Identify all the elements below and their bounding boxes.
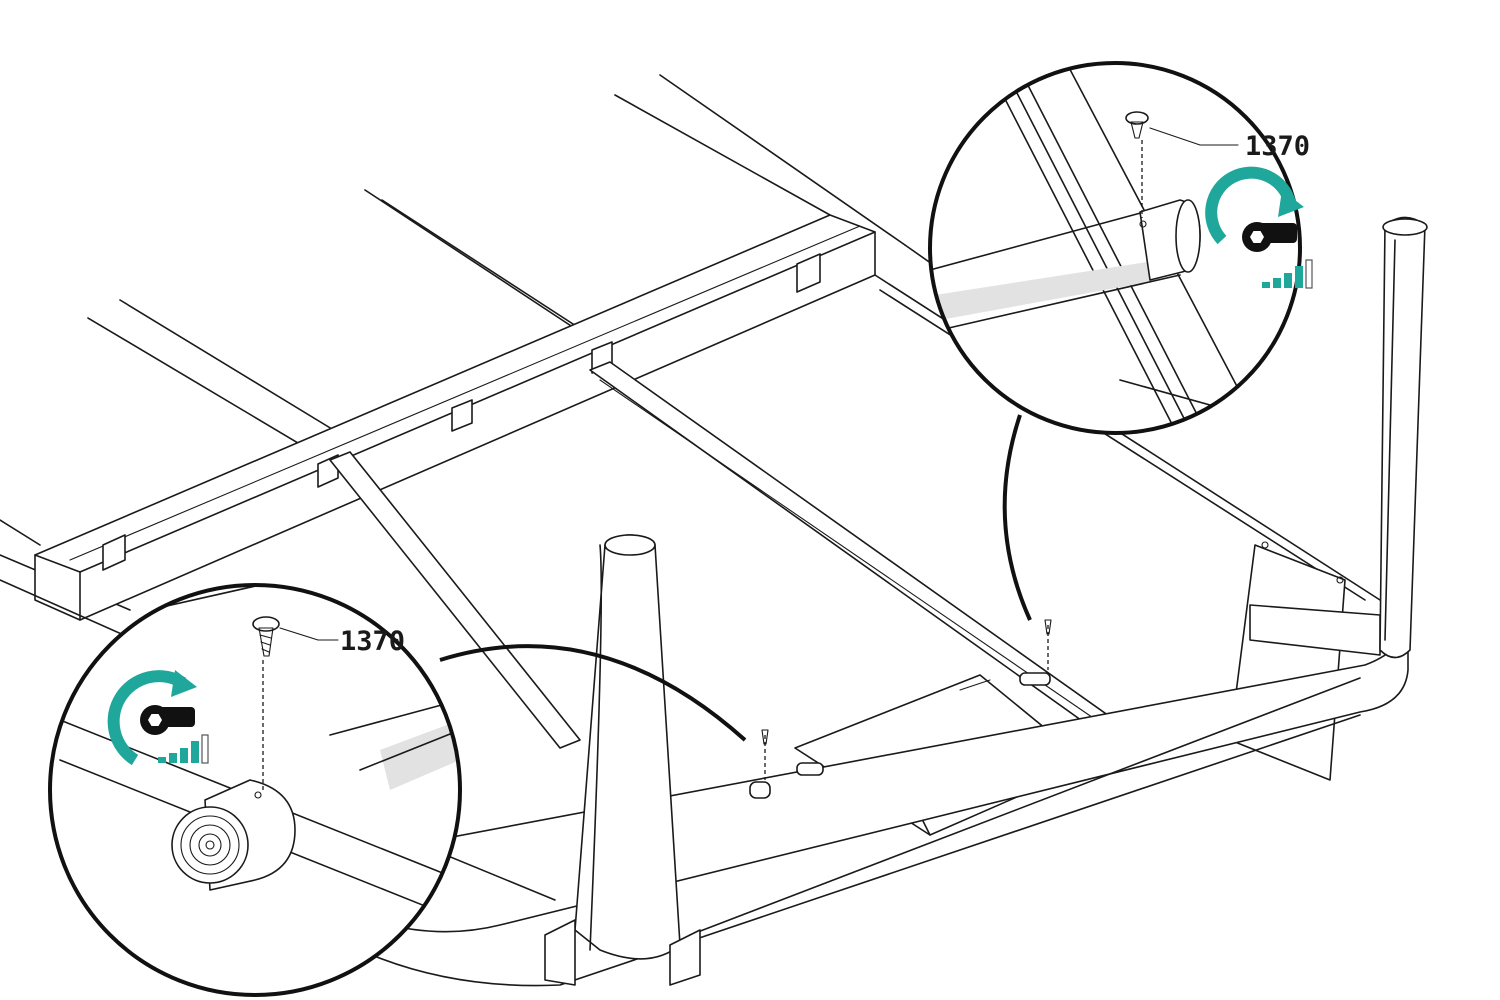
detail-callout-bottom-left: 1370: [48, 583, 462, 997]
callout-leader-right: [1002, 414, 1032, 621]
detail-callout-top-right: 1370: [928, 61, 1313, 435]
tighten-wrench-icon: [1205, 166, 1304, 252]
hinge-bracket: [1229, 541, 1381, 781]
table-frame: [0, 74, 1428, 987]
part-number-label: 1370: [340, 626, 405, 657]
screw-1370-icon: [1125, 111, 1149, 139]
callout-leader-left: [439, 644, 747, 742]
table-leg-right: [1379, 216, 1428, 659]
mechanism-pin: [749, 672, 1051, 799]
torque-level-icon: [158, 734, 209, 764]
part-number-label: 1370: [1245, 131, 1310, 162]
torque-level-icon: [1262, 259, 1313, 289]
screw-1370-icon: [252, 616, 280, 657]
table-leg-left: [544, 534, 701, 986]
tighten-wrench-icon: [107, 670, 197, 766]
